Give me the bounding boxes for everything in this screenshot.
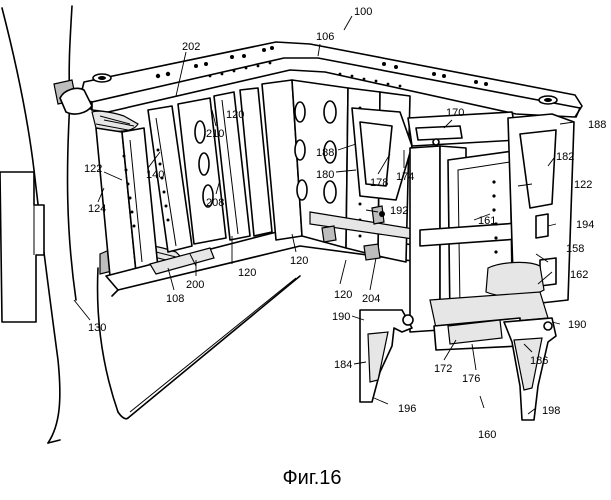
label-184: 184 xyxy=(334,359,352,371)
label-161: 161 xyxy=(478,215,496,227)
label-162: 162 xyxy=(570,269,588,281)
label-190-right: 190 xyxy=(568,319,586,331)
label-198: 198 xyxy=(542,405,560,417)
label-192: 192 xyxy=(390,205,408,217)
label-172: 172 xyxy=(434,363,452,375)
label-188-left: 188 xyxy=(316,147,334,159)
label-120-b: 120 xyxy=(290,255,308,267)
label-170: 170 xyxy=(446,107,464,119)
label-160: 160 xyxy=(478,429,496,441)
right-support xyxy=(410,114,574,350)
label-200: 200 xyxy=(186,279,204,291)
label-182: 182 xyxy=(556,151,574,163)
label-120-a: 120 xyxy=(238,267,256,279)
label-174: 174 xyxy=(396,171,414,183)
label-190-left: 190 xyxy=(332,311,350,323)
label-180: 180 xyxy=(316,169,334,181)
label-186: 186 xyxy=(530,355,548,367)
label-194: 194 xyxy=(576,219,594,231)
label-120-c: 120 xyxy=(334,289,352,301)
label-106: 106 xyxy=(316,31,334,43)
label-202: 202 xyxy=(182,41,200,53)
label-100: 100 xyxy=(354,6,372,18)
label-124: 124 xyxy=(88,203,106,215)
label-208: 208 xyxy=(206,197,224,209)
label-210: 210 xyxy=(206,128,224,140)
label-204: 204 xyxy=(362,293,380,305)
figure-caption: Фиг.16 xyxy=(282,467,341,489)
label-122-left: 122 xyxy=(84,163,102,175)
label-120-d: 120 xyxy=(226,109,244,121)
label-196: 196 xyxy=(398,403,416,415)
label-122-right: 122 xyxy=(574,179,592,191)
label-130: 130 xyxy=(88,322,106,334)
label-188-right: 188 xyxy=(588,119,606,131)
label-176: 176 xyxy=(462,373,480,385)
label-108: 108 xyxy=(166,293,184,305)
label-178: 178 xyxy=(370,177,388,189)
label-140: 140 xyxy=(146,169,164,181)
label-158: 158 xyxy=(566,243,584,255)
